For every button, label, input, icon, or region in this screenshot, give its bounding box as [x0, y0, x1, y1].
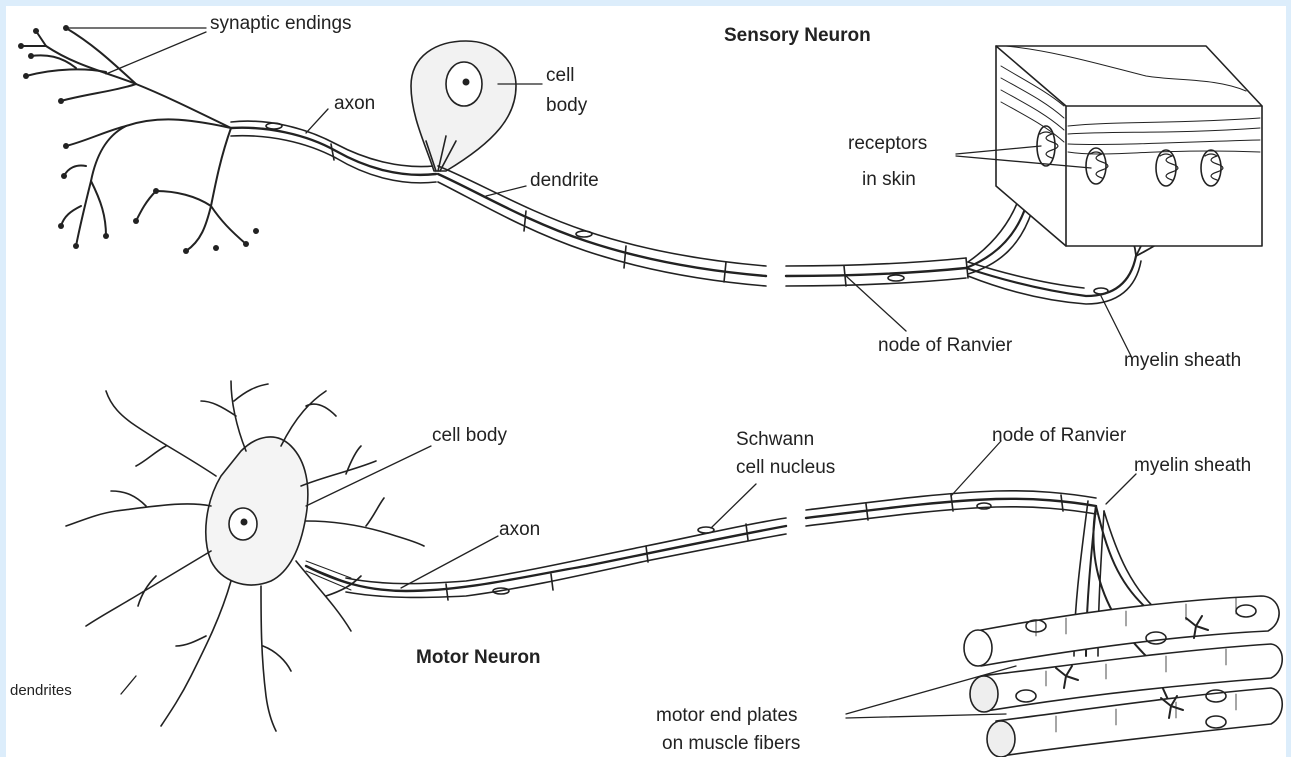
sensory-cell-body [411, 41, 516, 171]
schwann-label-line2: cell nucleus [736, 458, 835, 478]
receptors-label-line2: in skin [862, 170, 916, 190]
synaptic-endings-label: synaptic endings [210, 14, 352, 34]
sensory-axon [231, 121, 436, 183]
neuron-illustration [6, 6, 1286, 757]
dendrite-label: dendrite [530, 171, 599, 191]
sensory-myelin-label: myelin sheath [1124, 351, 1241, 371]
cell-body-label-line2: body [546, 96, 587, 116]
sensory-neuron-title: Sensory Neuron [724, 26, 871, 46]
nucleus-dot [463, 79, 470, 86]
sensory-neuron [18, 25, 1262, 304]
muscle-fibers [964, 596, 1282, 757]
sensory-axon-label: axon [334, 94, 375, 114]
end-plates-label-line2: on muscle fibers [662, 734, 800, 754]
receptors-label-line1: receptors [848, 134, 927, 154]
motor-myelin-label: myelin sheath [1134, 456, 1251, 476]
cell-body-label-line1: cell [546, 66, 575, 86]
neuron-diagram: Sensory Neuron synaptic endings axon cel… [6, 6, 1286, 757]
synaptic-endings-tree [21, 28, 246, 251]
motor-cell-body [206, 437, 308, 585]
schwann-label-line1: Schwann [736, 430, 814, 450]
sensory-dendrite [438, 166, 766, 286]
motor-axon-label: axon [499, 520, 540, 540]
end-plates-label-line1: motor end plates [656, 706, 798, 726]
leader-lines [66, 28, 1136, 718]
motor-node-label: node of Ranvier [992, 426, 1126, 446]
dendrites-label: dendrites [10, 681, 72, 701]
synaptic-ending-knobs [18, 25, 259, 254]
motor-cell-body-label: cell body [432, 426, 507, 446]
motor-neuron-title: Motor Neuron [416, 648, 541, 668]
sensory-node-label: node of Ranvier [878, 336, 1012, 356]
